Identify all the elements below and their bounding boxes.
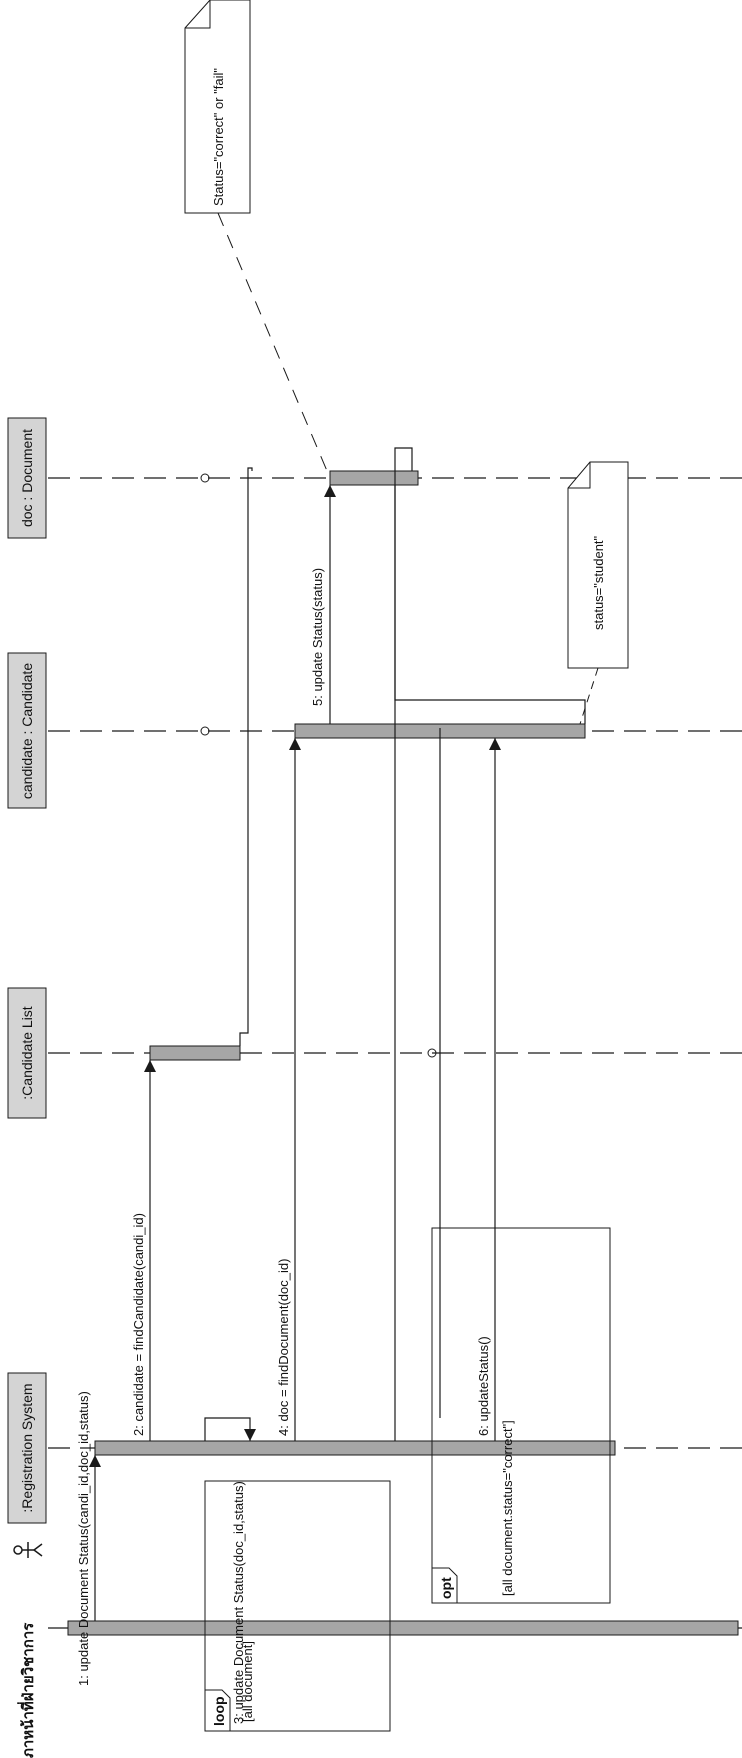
message-3-label: 3: update Document Status(doc_id,status) <box>231 1481 246 1724</box>
registration-system-label: :Registration System <box>19 1383 35 1512</box>
message-6-label: 6: updateStatus() <box>476 1336 491 1436</box>
note-2-anchor-line <box>580 668 598 724</box>
arrowhead-5 <box>324 485 336 497</box>
activation-registration-system <box>95 1441 615 1455</box>
note-status-student: status="student" <box>568 462 628 668</box>
note-status-student-text: status="student" <box>591 535 606 630</box>
return-line-candidate <box>395 448 585 724</box>
message-3-line <box>205 1418 250 1441</box>
opt-guard: [all document.status="correct"] <box>500 1420 515 1596</box>
lifeline-header-candidate: candidate : Candidate <box>8 653 46 808</box>
fragment-opt: opt [all document.status="correct"] <box>432 1228 610 1603</box>
candidate-label: candidate : Candidate <box>19 663 35 799</box>
activation-document <box>330 471 418 485</box>
actor-label: ภาหน้าที่ฝ่ายวิชาการ <box>17 1622 37 1758</box>
lifeline-header-candidate-list: :Candidate List <box>8 988 46 1118</box>
lifeline-header-actor: ภาหน้าที่ฝ่ายวิชาการ <box>14 1542 42 1758</box>
arrowhead-4 <box>289 738 301 750</box>
arrowhead-3 <box>244 1429 256 1441</box>
actor-stick-figure-icon <box>14 1542 42 1558</box>
arrowhead-2 <box>144 1060 156 1072</box>
lifeline-header-registration-system: :Registration System <box>8 1373 46 1523</box>
note-status-correct-or-fail-text: Status="correct" or "fail" <box>211 68 226 206</box>
message-1-label: 1: update Document Status(candi_id,doc_i… <box>76 1391 91 1686</box>
rotated-diagram: ภาหน้าที่ฝ่ายวิชาการ :Registration Syste… <box>8 0 742 1758</box>
return-line-candidate-list <box>240 468 252 1046</box>
lifeline-header-document: doc : Document <box>8 418 46 538</box>
opt-operator: opt <box>438 1577 454 1599</box>
note-status-correct-or-fail: Status="correct" or "fail" <box>185 0 250 213</box>
loop-operator: loop <box>211 1696 227 1726</box>
activation-actor <box>68 1621 738 1635</box>
message-4-label: 4: doc = findDocument(doc_id) <box>276 1259 291 1436</box>
activation-candidate-list <box>150 1046 240 1060</box>
message-2-label: 2: candidate = findCandidate(candi_id) <box>131 1213 146 1436</box>
message-5-label: 5: update Status(status) <box>310 568 325 706</box>
lifeline-markers <box>201 474 436 1057</box>
arrowhead-6 <box>489 738 501 750</box>
candidate-list-label: :Candidate List <box>19 1006 35 1100</box>
note-1-anchor-line <box>218 213 330 478</box>
document-label: doc : Document <box>19 429 35 527</box>
